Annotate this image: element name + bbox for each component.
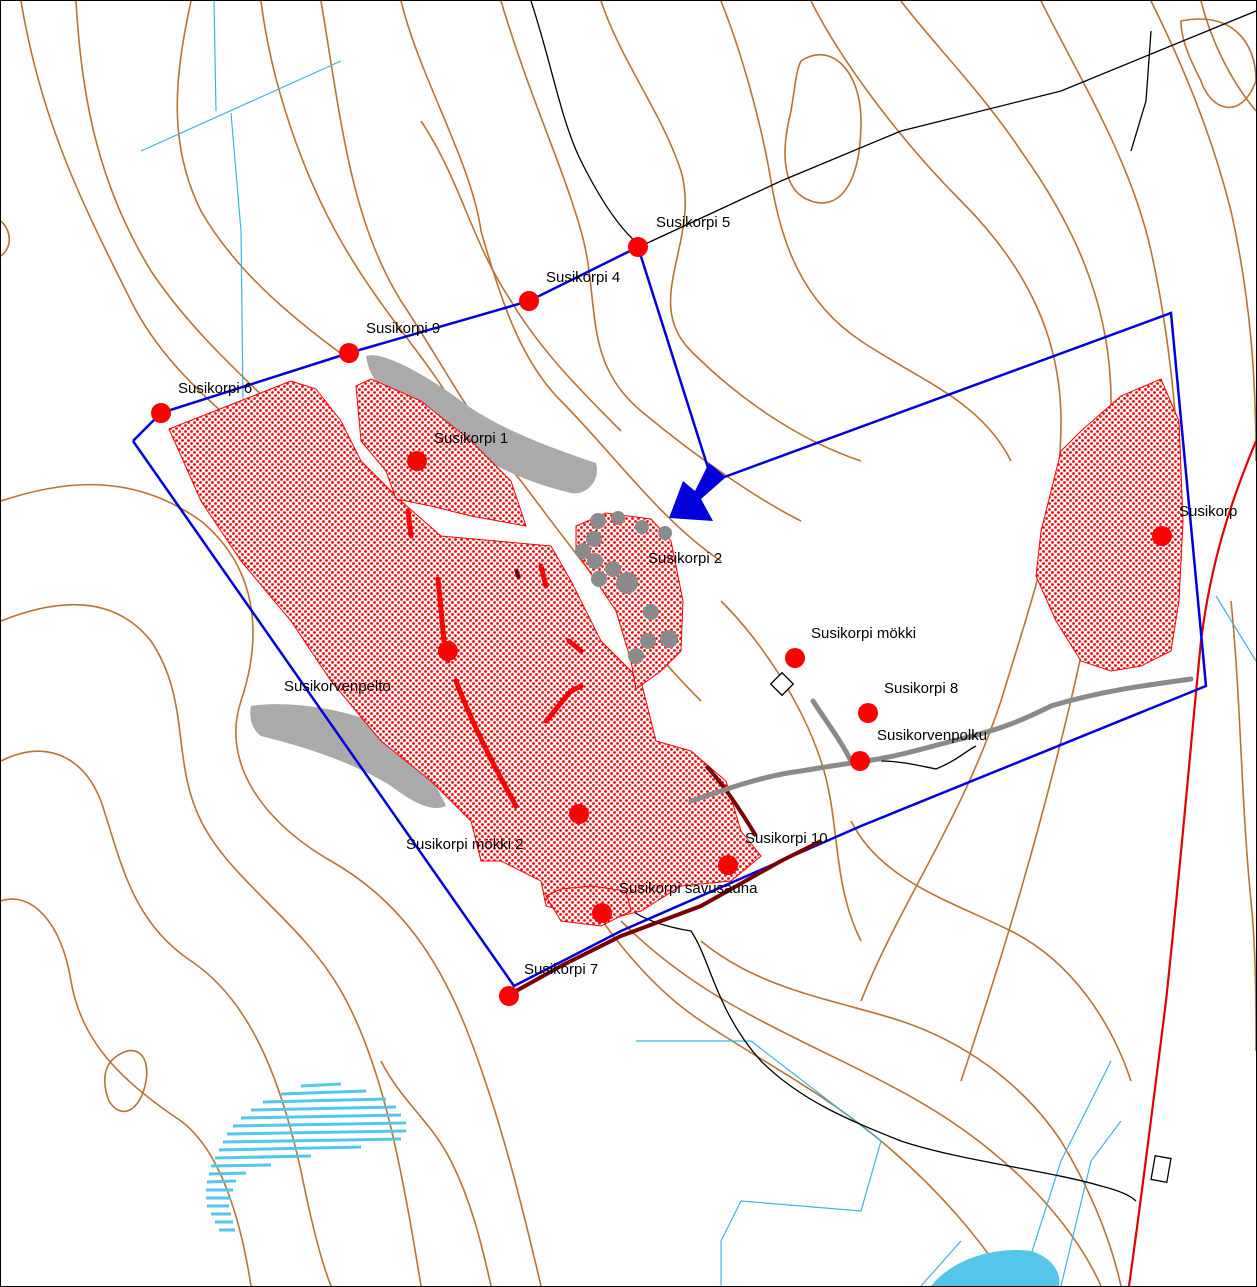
lake-area: [931, 1250, 1060, 1286]
stone-features: [575, 511, 678, 664]
contour-line: [500, 1, 802, 522]
contour-line: [1, 603, 422, 1286]
dark-feature: [515, 839, 822, 993]
contour-line: [1180, 18, 1256, 109]
track-line: [810, 698, 854, 764]
contour-line: [1230, 600, 1256, 1052]
stream-line: [920, 1240, 962, 1286]
red-dot-icon[interactable]: [592, 903, 612, 923]
red-dot-icon[interactable]: [718, 855, 738, 875]
label-susikorpi-7: Susikorpi 7: [524, 961, 598, 978]
label-susikorpi-9: Susikorpi 9: [366, 320, 440, 337]
map-labels: Susikorpi 5 Susikorpi 4 Susikorpi 9 Susi…: [178, 214, 1237, 978]
contour-line: [700, 940, 1122, 1286]
contour-line: [1200, 1, 1256, 112]
contour-line: [810, 1, 1062, 1002]
red-dot-icon[interactable]: [785, 648, 805, 668]
red-dot-icon[interactable]: [850, 751, 870, 771]
red-dot-icon[interactable]: [519, 291, 539, 311]
label-susikorpi-savusauna: Susikorpi savusauna: [619, 880, 758, 897]
label-susikorpi-6: Susikorpi 6: [178, 380, 252, 397]
contour-line: [176, 1, 352, 362]
contour-line: [600, 1, 862, 462]
stream-line: [230, 112, 244, 402]
label-susikorvenpolku: Susikorvenpolku: [877, 727, 987, 744]
stream-line: [140, 60, 342, 152]
site-points[interactable]: [151, 237, 1172, 1006]
water-lines: [140, 1, 1256, 1286]
contour-line: [380, 1060, 492, 1286]
site-areas: [168, 378, 1184, 927]
track-line: [688, 676, 1194, 804]
red-dot-icon[interactable]: [438, 641, 458, 661]
red-dot-icon[interactable]: [407, 451, 427, 471]
stream-line: [636, 1040, 882, 1286]
contour-line: [720, 600, 862, 942]
label-susikorpi-mokki: Susikorpi mökki: [811, 625, 916, 642]
contour-line: [720, 1, 1012, 462]
contour-line: [400, 1, 722, 562]
red-dot-icon[interactable]: [1152, 526, 1172, 546]
red-dot-icon[interactable]: [628, 237, 648, 257]
contour-line: [103, 1049, 148, 1113]
footpath: [880, 745, 977, 770]
road-line: [1127, 440, 1256, 1286]
red-line-feature: [543, 683, 584, 724]
label-susikorpi-4: Susikorpi 4: [546, 269, 620, 286]
label-susikorpi-2: Susikorpi 2: [648, 550, 722, 567]
red-dot-icon[interactable]: [499, 986, 519, 1006]
label-susikorpi-10: Susikorpi 10: [745, 830, 828, 847]
red-dot-icon[interactable]: [339, 343, 359, 363]
dark-feature: [704, 764, 758, 838]
site-area: [355, 378, 527, 527]
contour-line: [1, 220, 11, 257]
contour-line: [1, 750, 332, 1286]
contour-line: [560, 860, 1012, 1286]
stream-line: [1020, 1060, 1112, 1286]
site-area: [168, 380, 762, 922]
label-susikorvenpelto: Susikorvenpelto: [284, 678, 391, 695]
boundary-line: [131, 311, 1208, 988]
direction-arrow: [669, 463, 726, 521]
red-line-feature: [566, 638, 584, 654]
red-line-feature: [538, 563, 549, 589]
contour-line: [620, 920, 1102, 1286]
stream-line: [1215, 595, 1256, 662]
field-area: [366, 355, 597, 494]
label-susikorpi-1: Susikorpi 1: [434, 430, 508, 447]
footpath: [1130, 30, 1152, 152]
contour-line: [850, 820, 1132, 1082]
building-squares: [769, 671, 1172, 1183]
stream-line: [213, 1, 217, 112]
contour-line: [1150, 1, 1256, 462]
contour-line: [420, 120, 622, 432]
red-line-feature: [453, 678, 519, 809]
stream-line: [1060, 1120, 1122, 1286]
field-areas: [250, 355, 597, 809]
field-area: [250, 704, 446, 809]
label-susikorpi-mokki-2: Susikorpi mökki 2: [406, 836, 524, 853]
dark-features: [514, 568, 822, 993]
tracks: [688, 676, 1194, 804]
red-dot-icon[interactable]: [858, 703, 878, 723]
contour-line: [1, 898, 252, 1286]
site-area: [1035, 378, 1184, 672]
label-susikorpi-5: Susikorpi 5: [656, 214, 730, 231]
footpath: [640, 10, 1256, 247]
pond-hatch: [206, 1082, 407, 1232]
footpath: [530, 1, 642, 247]
building-square-icon: [769, 671, 795, 697]
dark-feature: [514, 568, 521, 580]
label-susikorpi-8: Susikorpi 8: [884, 680, 958, 697]
contour-line: [784, 54, 862, 204]
red-line-feature: [405, 508, 414, 539]
building-square-icon: [1150, 1155, 1172, 1183]
contour-line: [260, 1, 452, 402]
red-dot-icon[interactable]: [151, 403, 171, 423]
red-dot-icon[interactable]: [569, 804, 589, 824]
label-susikorpi-partial: Susikorp: [1179, 503, 1237, 520]
